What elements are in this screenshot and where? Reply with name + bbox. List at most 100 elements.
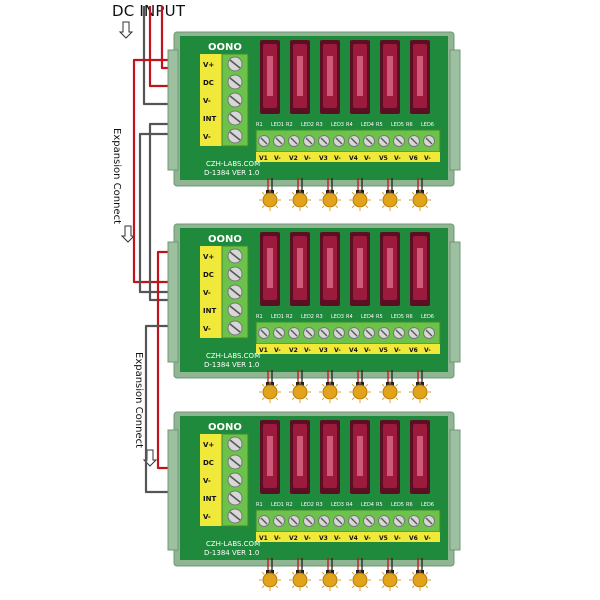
fuse-label: R4 xyxy=(346,122,353,128)
lamp-ray xyxy=(321,397,325,401)
screw-slot xyxy=(365,329,373,337)
lamp-icon xyxy=(262,572,278,588)
fuse-label: R3 xyxy=(316,314,323,320)
screw-slot xyxy=(229,511,241,521)
output-terminal-label: V1 xyxy=(259,535,268,542)
lamp-ray xyxy=(305,383,309,387)
lamp-ray xyxy=(335,571,339,575)
fuse-window xyxy=(327,248,333,288)
fuse-label: R4 xyxy=(346,502,353,508)
fuse-window xyxy=(297,248,303,288)
lamp-ray xyxy=(425,585,429,589)
lamp-ray xyxy=(411,383,415,387)
output-terminal-label: V- xyxy=(364,347,371,354)
fuse-label: LED5 xyxy=(391,314,404,320)
lamp-ray xyxy=(395,383,399,387)
screw-slot xyxy=(350,329,358,337)
lamp-ray xyxy=(351,585,355,589)
lamp-ray xyxy=(321,571,325,575)
screw-slot xyxy=(260,517,268,525)
board-logo: OONO xyxy=(208,234,242,245)
lamp-ray xyxy=(381,585,385,589)
output-terminal-label: V- xyxy=(274,155,281,162)
input-terminal-label: INT xyxy=(203,495,216,503)
output-terminal-label: V2 xyxy=(289,535,298,542)
lamp-icon xyxy=(352,384,368,400)
fuse-label: LED4 xyxy=(361,502,374,508)
fuse-window xyxy=(387,248,393,288)
screw-slot xyxy=(229,493,241,503)
screw-slot xyxy=(229,475,241,485)
lamp-ray xyxy=(305,191,309,195)
lamp-ray xyxy=(411,205,415,209)
lamp-icon xyxy=(352,192,368,208)
lamp-ray xyxy=(425,397,429,401)
fuse-window xyxy=(297,436,303,476)
screw-slot xyxy=(305,517,313,525)
board-maker-text: CZH-LABS.COM xyxy=(206,540,260,548)
lamp-ray xyxy=(425,383,429,387)
lamp-ray xyxy=(275,383,279,387)
lamp-ray xyxy=(351,205,355,209)
board-maker-text: CZH-LABS.COM xyxy=(206,352,260,360)
lamp-ray xyxy=(291,205,295,209)
lamp-ray xyxy=(365,571,369,575)
input-terminal-label: DC xyxy=(203,271,214,279)
lamp-ray xyxy=(411,191,415,195)
fuse-window xyxy=(357,248,363,288)
lamp-ray xyxy=(261,191,265,195)
screw-slot xyxy=(320,137,328,145)
lamp-ray xyxy=(261,571,265,575)
input-terminal-label: DC xyxy=(203,79,214,87)
down-arrow-icon xyxy=(118,21,134,39)
screw-slot xyxy=(229,131,241,141)
output-terminal-label: V- xyxy=(334,535,341,542)
board-logo: OONO xyxy=(208,422,242,433)
output-terminal-label: V- xyxy=(304,155,311,162)
lamp-ray xyxy=(365,205,369,209)
output-terminal-label: V4 xyxy=(349,347,358,354)
output-terminal-label: V1 xyxy=(259,155,268,162)
screw-slot xyxy=(229,323,241,333)
lamp-ray xyxy=(261,585,265,589)
fuse-window xyxy=(387,436,393,476)
fuse-label: R4 xyxy=(346,314,353,320)
screw-slot xyxy=(275,329,283,337)
fuse-label: R2 xyxy=(286,122,293,128)
lamp-ray xyxy=(425,205,429,209)
screw-slot xyxy=(380,329,388,337)
fuse-label: LED2 xyxy=(301,502,314,508)
screw-slot xyxy=(229,251,241,261)
input-terminal-label: V- xyxy=(203,477,211,485)
screw-slot xyxy=(395,137,403,145)
output-terminal-label: V- xyxy=(394,347,401,354)
lamp-ray xyxy=(275,397,279,401)
fuse-label: R5 xyxy=(376,314,383,320)
input-terminal-label: V+ xyxy=(203,441,214,449)
fuse-label: LED3 xyxy=(331,314,344,320)
lamp-ray xyxy=(395,585,399,589)
lamp-ray xyxy=(411,397,415,401)
fuse-label: R2 xyxy=(286,502,293,508)
fuse-label: R6 xyxy=(406,314,413,320)
rail-clip-left xyxy=(167,429,179,551)
lamp-ray xyxy=(395,397,399,401)
fuse-label: R3 xyxy=(316,502,323,508)
lamp-icon xyxy=(412,192,428,208)
screw-slot xyxy=(229,287,241,297)
output-terminal-label: V- xyxy=(334,347,341,354)
lamp-icon xyxy=(382,192,398,208)
lamp-ray xyxy=(305,205,309,209)
screw-slot xyxy=(335,137,343,145)
lamp-ray xyxy=(381,383,385,387)
fuse-label: LED1 xyxy=(271,122,284,128)
lamp-ray xyxy=(411,585,415,589)
output-terminal-label: V4 xyxy=(349,155,358,162)
output-terminal-label: V- xyxy=(274,535,281,542)
output-terminal-label: V- xyxy=(424,155,431,162)
fuse-label: R2 xyxy=(286,314,293,320)
output-terminal-label: V1 xyxy=(259,347,268,354)
screw-slot xyxy=(260,137,268,145)
screw-slot xyxy=(229,113,241,123)
